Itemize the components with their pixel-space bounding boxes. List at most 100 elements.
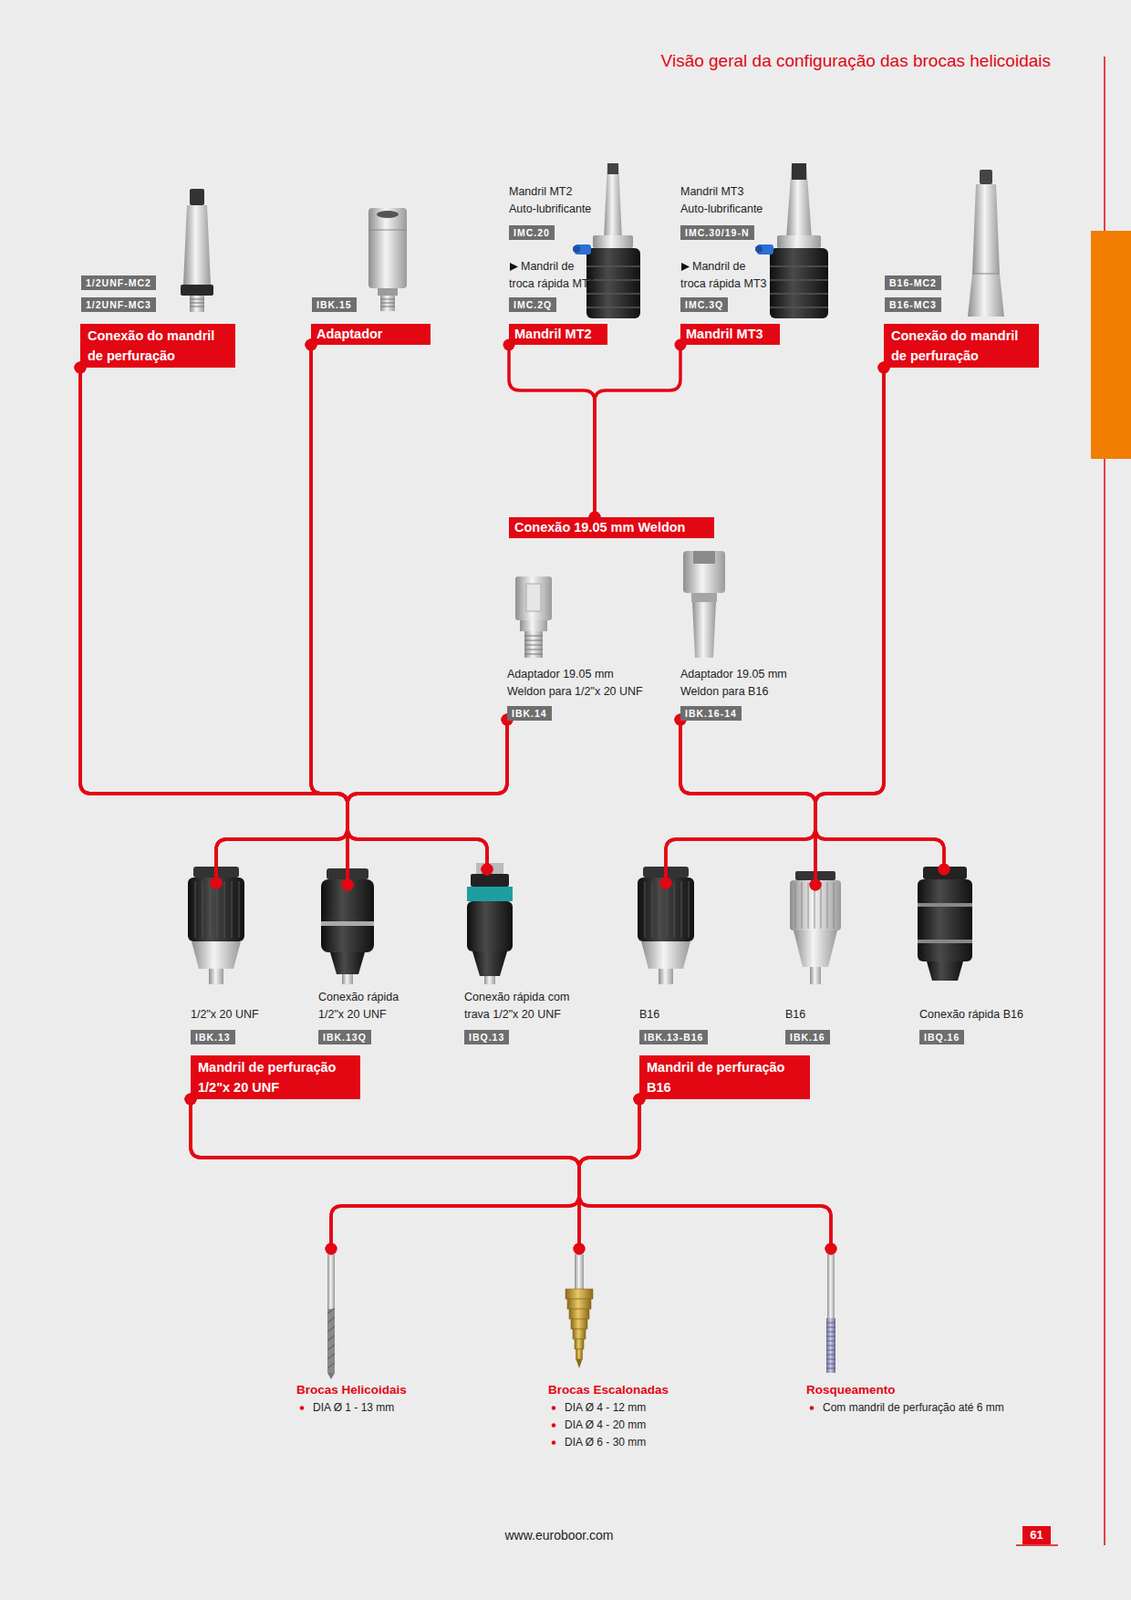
key-chuck-b16-image	[643, 866, 689, 878]
tool-item: RosqueamentoCom mandril de perfuração at…	[806, 1248, 1035, 1427]
step-drill-image	[565, 1288, 593, 1299]
connector-line	[665, 719, 816, 883]
connector-line	[579, 1099, 640, 1249]
product-code: IBQ.13	[464, 1029, 509, 1045]
tap-image	[826, 1322, 836, 1369]
tap-image	[826, 1317, 836, 1373]
mt2-chuck-image	[572, 245, 581, 253]
tool-item: Brocas EscalonadasDIA Ø 4 - 12 mmDIA Ø 4…	[548, 1248, 695, 1445]
product-description: Conexão rápida com trava 1/2"x 20 UNF	[464, 988, 574, 1024]
connector-line	[216, 344, 348, 883]
locking-chuck-unf-image	[466, 886, 513, 902]
adapter-image	[368, 229, 407, 231]
group-label: Mandril de perfuração 1/2"x 20 UNF	[190, 1055, 361, 1100]
key-chuck-unf-image	[187, 866, 245, 985]
connector	[325, 1093, 646, 1256]
tool-heading: Brocas Escalonadas	[548, 1381, 669, 1399]
connector-dot	[325, 1243, 338, 1256]
chrome-chuck-b16-image	[795, 881, 834, 929]
connector	[815, 362, 951, 876]
bullet-dot	[551, 1422, 557, 1428]
page-frame	[1090, 230, 1131, 459]
group-label: Mandril MT2	[508, 323, 608, 345]
arbor-b16-image	[972, 273, 1000, 275]
quick-chuck-unf-image	[342, 974, 353, 985]
quick-chuck-unf-image	[330, 952, 365, 975]
connector-dot	[825, 1243, 838, 1256]
locking-chuck-unf-image	[470, 873, 509, 887]
step-drill-image	[570, 1318, 588, 1329]
chrome-chuck-b16-image	[795, 871, 836, 881]
pointer-triangle	[509, 262, 519, 271]
group-label: Conexão 19.05 mm Weldon	[508, 517, 715, 539]
chuck-group-label: Mandril de perfuração 1/2"x 20 UNF	[190, 1055, 361, 1100]
step-drill-image	[567, 1298, 592, 1309]
connector-line	[190, 1099, 831, 1249]
chrome-chuck-b16-image	[793, 930, 838, 967]
page-number: 61	[1022, 1525, 1051, 1545]
twist-drill-image	[327, 1307, 335, 1369]
tool-heading: Rosqueamento	[806, 1381, 896, 1399]
tool-spec: DIA Ø 4 - 12 mm	[564, 1399, 646, 1417]
connector	[809, 362, 891, 892]
product-code: IBQ.16	[919, 1029, 965, 1045]
connector	[660, 714, 817, 890]
connector-line	[331, 1099, 640, 1249]
tap-image	[827, 1254, 835, 1318]
twist-drill-image	[327, 1372, 335, 1380]
group-label: Conexão do mandril de perfuração	[883, 323, 1039, 368]
weldon-unf-adapter-image	[524, 635, 543, 654]
connector-line	[311, 344, 348, 885]
connector-line	[680, 719, 816, 885]
twist-drill-image	[327, 1254, 335, 1380]
connector-line	[815, 367, 945, 870]
group-label: Conexão do mandril de perfuração	[80, 323, 236, 368]
quick-chuck-unf-image	[326, 868, 369, 880]
locking-chuck-unf-image	[472, 951, 508, 976]
chuck-item: B16IBK.13-B16	[636, 882, 719, 1045]
mt3-chuck-image	[791, 163, 807, 180]
adapter-image	[376, 210, 399, 218]
product-code: IBK.16	[785, 1029, 831, 1045]
step-drill-image	[565, 1254, 593, 1369]
adapter-image	[380, 299, 395, 307]
key-chuck-b16-image	[658, 968, 674, 985]
product-description: B16	[639, 1006, 660, 1024]
twist-drill-image	[327, 1254, 335, 1309]
mt3-chuck-image	[755, 163, 829, 319]
connector-line	[80, 367, 348, 883]
connector-dot	[210, 877, 223, 890]
connector	[185, 1093, 838, 1256]
weldon-b16-adapter-image	[683, 550, 726, 658]
connector-dot	[660, 877, 673, 890]
connector-line	[190, 1099, 580, 1249]
connector-dot	[825, 1243, 838, 1256]
connector-line	[311, 344, 488, 870]
tool-spec: DIA Ø 4 - 20 mm	[564, 1416, 646, 1434]
drill-arbor-group: B16-MC2B16-MC3Conexão do mandril de perf…	[883, 167, 1041, 368]
product-description: Conexão rápida 1/2"x 20 UNF	[318, 988, 405, 1024]
connector-dot	[481, 863, 494, 876]
arbor-b16-image	[967, 169, 1005, 317]
connector-line	[80, 367, 348, 885]
product-description: Conexão rápida B16	[919, 1006, 1024, 1024]
adapter-image	[380, 295, 395, 312]
mt3-chuck-image	[777, 235, 821, 249]
quick-chuck-unf-image	[321, 868, 374, 985]
quick-chuck-b16-image	[917, 939, 973, 944]
product-code: IBK.13Q	[318, 1029, 372, 1045]
connector-dot	[342, 879, 354, 892]
step-drill-image	[574, 1338, 584, 1349]
product-code: IBK.16-14	[680, 705, 742, 721]
connector-dot	[573, 1243, 586, 1256]
connector	[185, 1093, 586, 1256]
product-description: Adaptador 19.05 mm Weldon para B16	[680, 665, 799, 701]
quick-chuck-b16-image	[917, 866, 973, 981]
arbor-b16-image	[967, 273, 1005, 317]
product-description: Adaptador 19.05 mm Weldon para 1/2"x 20 …	[507, 665, 649, 701]
chuck-group-label: Mandril de perfuração B16	[639, 1055, 810, 1100]
tool-heading: Brocas Helicoidais	[296, 1381, 407, 1399]
chuck-item: 1/2"x 20 UNFIBK.13	[182, 882, 265, 1045]
